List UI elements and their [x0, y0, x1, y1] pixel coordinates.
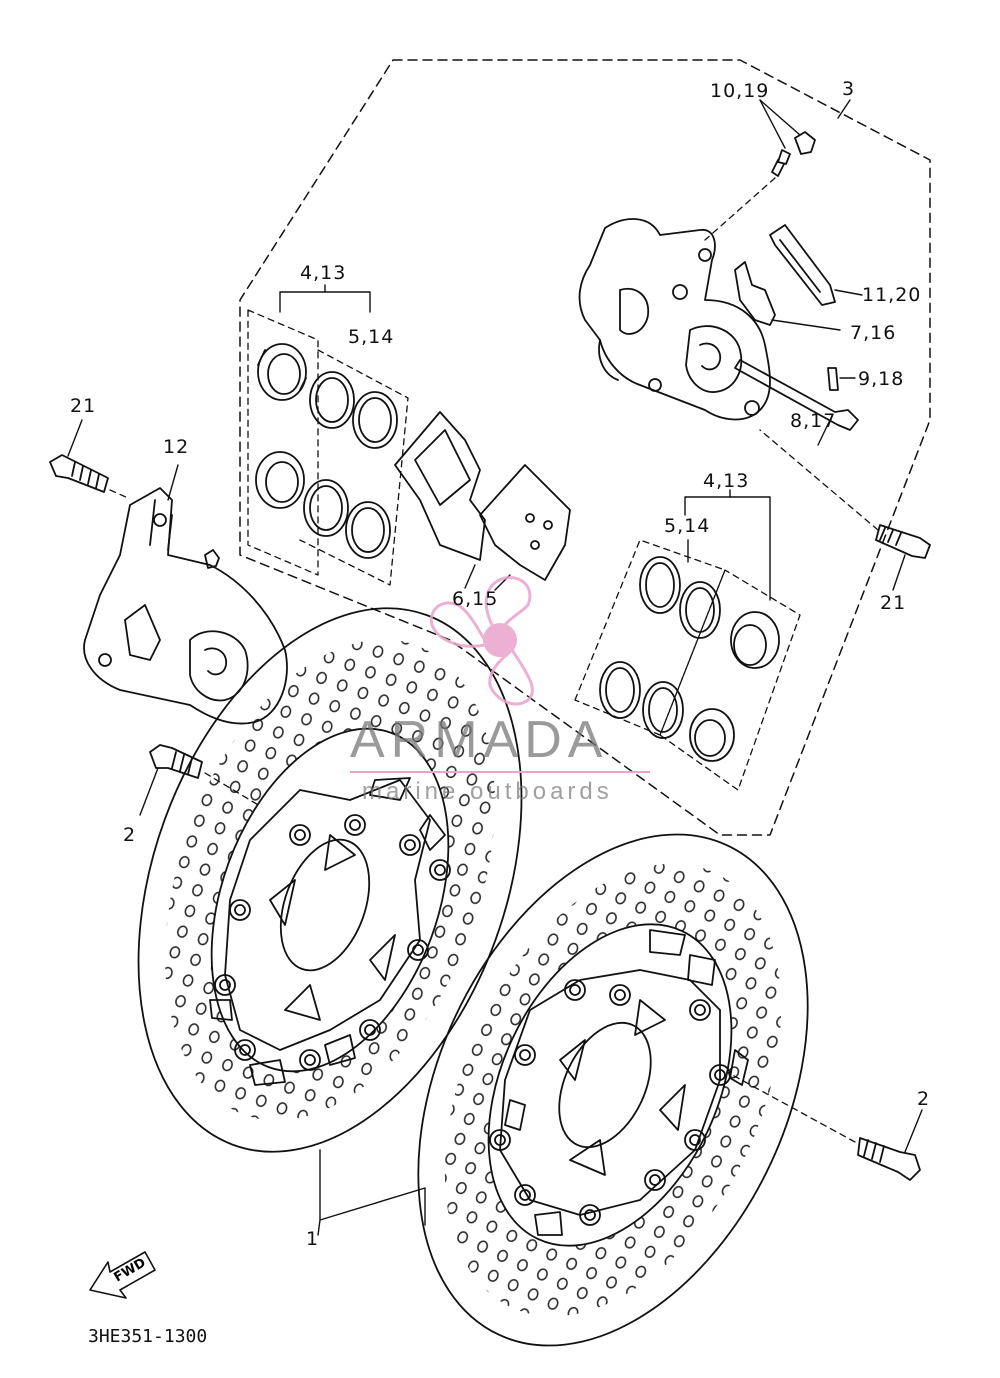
callout-6-15: 6,15: [452, 588, 499, 610]
callout-4-13-left: 4,13: [300, 262, 347, 284]
leader-part-1: [319, 1149, 426, 1226]
callout-5-14-left: 5,14: [348, 326, 395, 348]
bolt-21-left: [49, 419, 129, 499]
bleeder-screw: [704, 99, 816, 241]
fwd-arrow-icon: [89, 1251, 156, 1299]
pad-pin: [734, 359, 859, 446]
brake-disc-left: [137, 607, 523, 1153]
callout-10-19: 10,19: [710, 80, 770, 102]
callout-7-16: 7,16: [850, 322, 897, 344]
caliper-right: [578, 218, 771, 421]
assembly-outline-dashed: [239, 59, 931, 836]
callout-1: 1: [306, 1228, 320, 1250]
callout-5-14-right: 5,14: [664, 515, 711, 537]
bolt-2-right: [649, 1029, 923, 1181]
caliper-left: [83, 464, 288, 725]
drawing-code: 3HE351-1300: [88, 1326, 208, 1347]
pad-support: [734, 261, 841, 331]
bolt-21-right: [759, 429, 931, 591]
callout-8-17: 8,17: [790, 410, 837, 432]
watermark-title: ARMADA: [350, 711, 609, 769]
piston-group-left: [247, 284, 409, 586]
brake-pads: [394, 411, 571, 591]
callout-2-right: 2: [917, 1088, 931, 1110]
callout-4-13-right: 4,13: [703, 470, 750, 492]
piston-group-right: [574, 489, 801, 791]
watermark-subtitle: marine outboards: [362, 778, 613, 805]
callout-11-20: 11,20: [862, 284, 922, 306]
callout-3: 3: [842, 78, 856, 100]
callout-12: 12: [163, 436, 190, 458]
callout-21-right: 21: [880, 592, 907, 614]
callout-2-left: 2: [123, 824, 137, 846]
pad-spring: [769, 224, 863, 306]
watermark-logo: [429, 576, 534, 706]
brake-disc-right: [417, 833, 809, 1347]
callout-9-18: 9,18: [858, 368, 905, 390]
callout-21-left: 21: [70, 395, 97, 417]
